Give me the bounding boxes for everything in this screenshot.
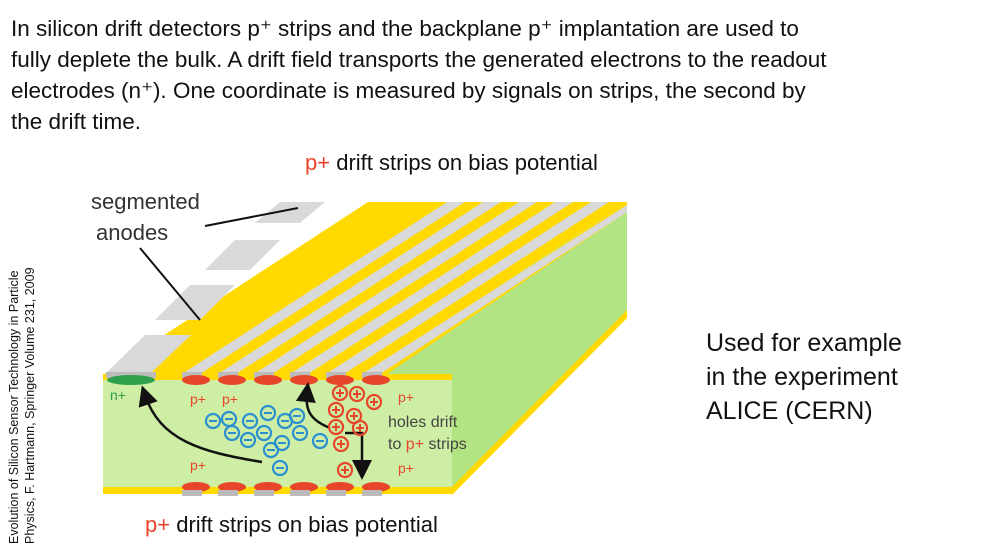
intro-text: In silicon drift detectors p⁺ strips and… (11, 13, 981, 137)
holes-drift-label-line1: holes drift (388, 414, 458, 431)
drift-strip (290, 202, 573, 374)
holes (327, 384, 383, 479)
caption-line-2: in the experiment (706, 363, 898, 391)
drift-strip (182, 202, 465, 374)
drift-strip (326, 202, 609, 374)
p-plus-label: p+ (398, 389, 414, 405)
p-plus-label: p+ (190, 457, 206, 473)
electron-signs (209, 412, 324, 469)
segmented-anodes (105, 202, 325, 374)
drift-strip (218, 202, 501, 374)
drift-strips (182, 202, 627, 374)
p-plus-label: p+ (222, 391, 238, 407)
caption-line-1: Used for example (706, 329, 902, 357)
caption-line-3: ALICE (CERN) (706, 397, 873, 425)
anode-leader-line (139, 247, 201, 321)
drift-strip (254, 202, 537, 374)
electron-drift-arrow (138, 385, 263, 464)
top-bias-label: p+ drift strips on bias potential (305, 150, 598, 175)
bottom-bias-label: p+ drift strips on bias potential (145, 512, 438, 537)
intro-line-4: the drift time. (11, 109, 142, 134)
experiment-caption: Used for example in the experiment ALICE… (706, 326, 902, 428)
intro-line-2: fully deplete the bulk. A drift field tr… (11, 47, 827, 72)
segmented-anodes-label-line2: anodes (96, 220, 168, 245)
anode-pad (205, 240, 280, 270)
side-face (365, 202, 627, 494)
intro-line-1: In silicon drift detectors p⁺ strips and… (11, 16, 799, 41)
electrons (204, 404, 329, 477)
drift-strip (362, 205, 627, 374)
anode-pad (255, 202, 325, 223)
anode-pad (105, 335, 191, 374)
segmented-anodes-label-line1: segmented (91, 189, 200, 214)
p-plus-label: p+ (190, 391, 206, 407)
hole-drift-arrow (345, 431, 372, 480)
side-bottom-edge (452, 310, 627, 495)
holes-drift-label-line2: to p+ strips (388, 436, 467, 453)
electron-drift-arrow (295, 382, 331, 430)
p-plus-label: p+ (398, 460, 414, 476)
n-plus-label: n+ (110, 387, 126, 403)
bottom-strip-implants (182, 482, 390, 496)
hole-signs (332, 389, 378, 474)
anode-pad (155, 285, 235, 320)
anode-leader-line (204, 207, 299, 227)
intro-line-3: electrodes (n⁺). One coordinate is measu… (11, 78, 806, 103)
